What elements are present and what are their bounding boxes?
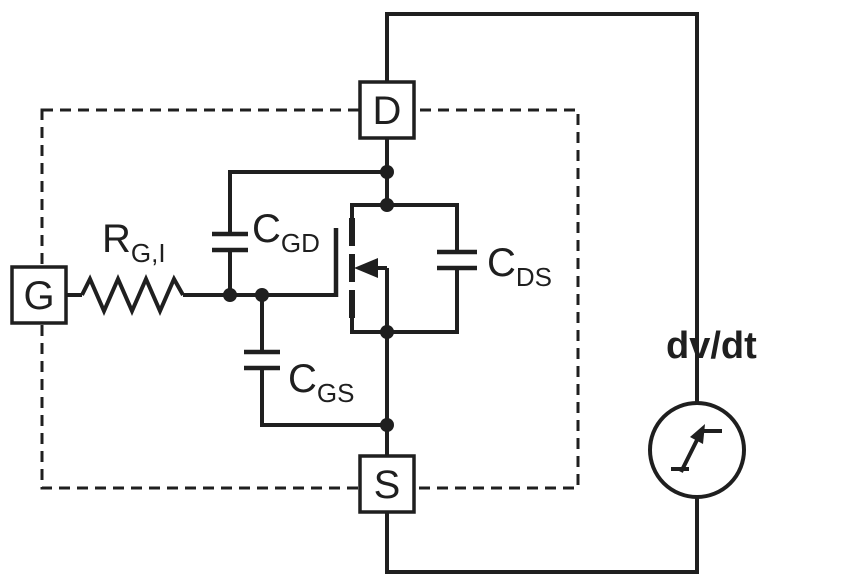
cgd-label: CGD	[252, 207, 320, 258]
gate-resistor-label: RG,I	[102, 217, 166, 268]
mosfet-source-lead	[350, 268, 389, 334]
dvdt-source-circle	[648, 401, 746, 499]
cds-label: CDS	[487, 241, 552, 292]
terminal-drain-box	[358, 80, 416, 140]
cgd-lead-top	[228, 170, 387, 234]
junction-dot	[255, 288, 269, 302]
top-loop-wire	[385, 12, 699, 403]
terminal-drain-label: D	[373, 89, 402, 133]
junction-dot	[380, 165, 394, 179]
gate-resistor	[80, 274, 185, 316]
step-arrowhead-icon	[690, 424, 705, 444]
junction-dot	[380, 418, 394, 432]
dvdt-source	[648, 401, 746, 499]
cgd-capacitor	[212, 170, 387, 295]
bottom-loop-wire	[385, 497, 699, 574]
cds-capacitor	[387, 203, 477, 334]
junction-dots	[223, 165, 394, 432]
step-rising-edge	[679, 439, 699, 473]
terminal-gate-label: G	[23, 274, 54, 318]
mosfet-model-boundary	[40, 108, 580, 490]
mosfet-arrow-icon	[354, 258, 378, 278]
terminal-drain: D	[358, 80, 416, 140]
cgs-capacitor	[244, 295, 387, 427]
cds-lead-bottom	[387, 268, 459, 334]
terminal-source: S	[358, 454, 416, 514]
mosfet-symbol	[333, 203, 389, 334]
terminal-gate-box	[10, 265, 68, 325]
cgs-lead-bottom	[260, 368, 387, 427]
outer-circuit-wires	[385, 12, 699, 574]
junction-dot	[223, 288, 237, 302]
mosfet-drain-lead	[350, 203, 387, 218]
step-waveform-icon	[671, 424, 722, 473]
terminal-source-box	[358, 454, 416, 514]
resistor-zigzag	[80, 274, 185, 316]
junction-dot	[380, 325, 394, 339]
terminal-source-label: S	[374, 463, 401, 507]
terminal-gate: G	[10, 265, 68, 325]
cgs-label: CGS	[288, 357, 354, 408]
dvdt-label: dv/dt	[666, 325, 757, 367]
cds-lead-top	[387, 203, 459, 252]
junction-dot	[380, 198, 394, 212]
